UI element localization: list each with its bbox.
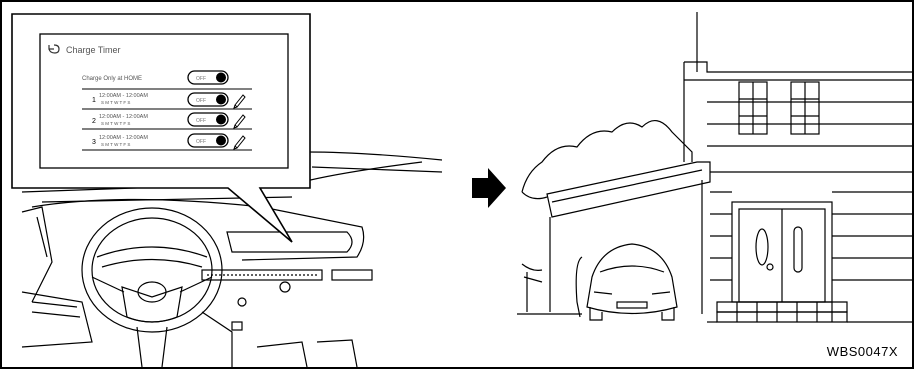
timer-number: 1 [92, 97, 96, 104]
toggle-switch-icon[interactable]: OFF [188, 113, 228, 126]
timer-number: 3 [92, 139, 96, 146]
timer-time: 12:00AM - 12:00AM [99, 135, 148, 141]
house-illustration [517, 12, 912, 322]
timer-time: 12:00AM - 12:00AM [99, 114, 148, 120]
car-icon [576, 244, 677, 320]
screen-title: Charge Timer [66, 45, 121, 55]
timer-days: S M T W T F S [101, 142, 130, 147]
svg-text:OFF: OFF [196, 98, 206, 104]
toggle-switch-icon[interactable]: OFF [188, 93, 228, 106]
charge-home-label: Charge Only at HOME [82, 76, 142, 82]
toggle-switch-icon[interactable]: OFF [188, 71, 228, 84]
svg-text:OFF: OFF [196, 76, 206, 82]
timer-number: 2 [92, 118, 96, 125]
toggle-switch-icon[interactable]: OFF [188, 134, 228, 147]
svg-text:OFF: OFF [196, 118, 206, 124]
callout-bubble [12, 14, 310, 242]
timer-time: 12:00AM - 12:00AM [99, 93, 148, 99]
figure-id: WBS0047X [827, 344, 898, 359]
svg-text:OFF: OFF [196, 139, 206, 145]
timer-days: S M T W T F S [101, 121, 130, 126]
right-arrow-icon [472, 168, 506, 208]
timer-days: S M T W T F S [101, 100, 130, 105]
